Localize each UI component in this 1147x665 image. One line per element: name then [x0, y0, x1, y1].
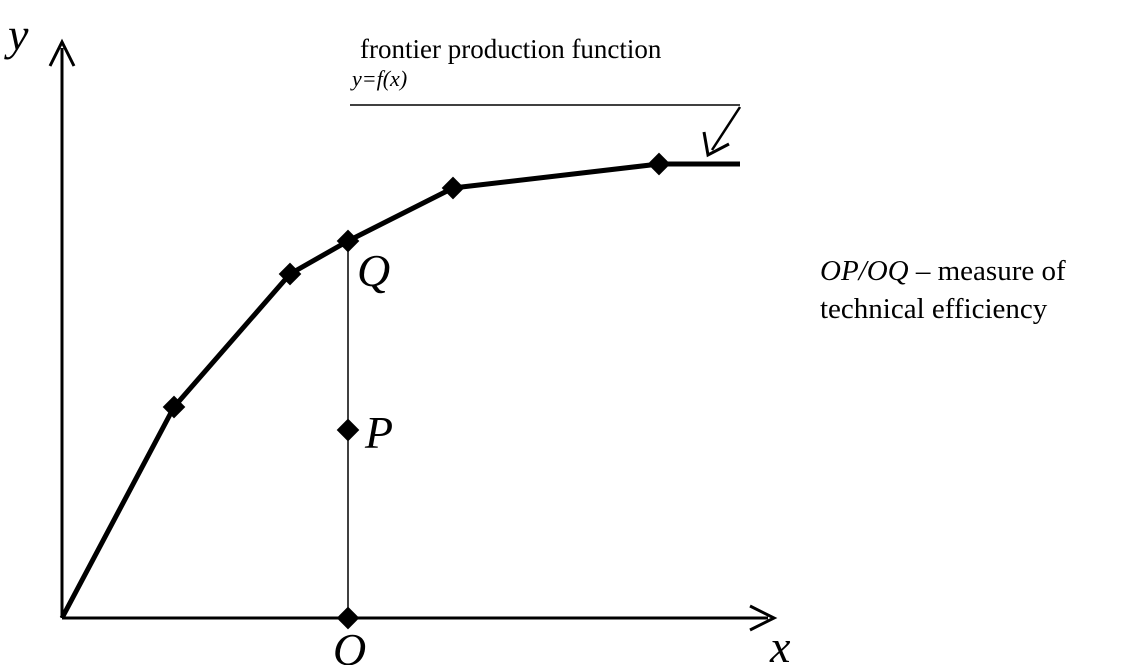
y-axis-label: y	[4, 9, 29, 60]
y-axis-arrowhead	[48, 38, 76, 67]
efficiency-note-line1: OP/OQ – measure of	[820, 255, 1066, 287]
label-O: O	[333, 624, 366, 665]
marker-P	[336, 418, 360, 442]
frontier-callout-arrowhead	[702, 131, 730, 158]
efficiency-note-rest: – measure of	[909, 255, 1066, 287]
marker-5	[647, 152, 671, 176]
frontier-callout-pointer	[710, 106, 742, 151]
label-Q: Q	[357, 245, 390, 296]
x-axis-arrowhead	[749, 604, 778, 632]
marker-2	[278, 262, 302, 286]
frontier-curve	[59, 161, 740, 620]
x-axis-label: x	[769, 621, 791, 665]
label-P: P	[364, 407, 393, 458]
efficiency-ratio: OP/OQ	[820, 255, 909, 287]
marker-Q	[336, 229, 360, 253]
marker-4	[441, 176, 465, 200]
marker-O	[336, 606, 360, 630]
efficiency-note-line2: technical efficiency	[820, 293, 1048, 325]
axes	[48, 38, 778, 632]
frontier-title: frontier production function	[360, 34, 662, 64]
frontier-equation: y=f(x)	[350, 66, 407, 91]
frontier-markers	[162, 152, 671, 419]
